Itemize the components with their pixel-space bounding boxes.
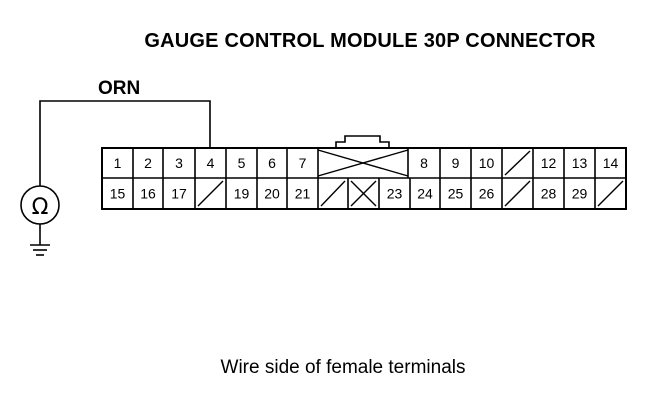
- bottom-empty-cavity-slash: [320, 180, 346, 207]
- terminal-pin-label: 8: [420, 155, 428, 171]
- terminal-pin-label: 12: [541, 155, 557, 171]
- terminal-pin-label: 2: [144, 155, 152, 171]
- terminal-pin-label: 16: [140, 186, 156, 202]
- terminal-pin-label: 15: [110, 186, 126, 202]
- diagram-title: GAUGE CONTROL MODULE 30P CONNECTOR: [144, 30, 596, 52]
- ohmmeter-icon: Ω: [20, 185, 60, 225]
- terminal-pin-label: 14: [603, 155, 619, 171]
- terminal-pin-label: 25: [448, 186, 464, 202]
- terminal-pin-label: 4: [207, 155, 215, 171]
- terminal-pin-label: 29: [572, 186, 588, 202]
- terminal-pin-label: 6: [268, 155, 276, 171]
- ground-icon: [30, 224, 50, 256]
- terminal-pin-label: 7: [299, 155, 307, 171]
- bottom-empty-cavity-slash: [597, 180, 624, 207]
- terminal-pin-label: 13: [572, 155, 588, 171]
- terminal-pin-label: 17: [171, 186, 187, 202]
- connector-latch: [335, 135, 390, 148]
- center-block-cross: [317, 149, 409, 177]
- connector-bottom-row: 15 16 17 19 20 21 23 24 25 26 28 29: [110, 178, 624, 209]
- probe-wire: [39, 100, 211, 186]
- terminal-pin-label: 10: [479, 155, 495, 171]
- terminal-pin-label: 19: [234, 186, 250, 202]
- terminal-pin-label: 26: [479, 186, 495, 202]
- bottom-empty-cavity-slash: [504, 180, 531, 207]
- terminal-pin-label: 20: [264, 186, 280, 202]
- terminal-pin-label: 1: [114, 155, 122, 171]
- diagram-caption: Wire side of female terminals: [220, 357, 466, 378]
- terminal-pin-label: 21: [295, 186, 311, 202]
- terminal-pin-label: 23: [387, 186, 403, 202]
- bottom-blocked-cavity-cross: [350, 180, 377, 207]
- bottom-empty-cavity-slash: [197, 180, 224, 207]
- ohm-symbol: Ω: [32, 195, 49, 220]
- terminal-pin-label: 5: [238, 155, 246, 171]
- wire-color-label: ORN: [98, 78, 141, 99]
- top-empty-cavity-slash: [504, 150, 531, 176]
- terminal-pin-label: 9: [452, 155, 460, 171]
- terminal-pin-label: 3: [175, 155, 183, 171]
- terminal-pin-label: 24: [417, 186, 433, 202]
- terminal-pin-label: 28: [541, 186, 557, 202]
